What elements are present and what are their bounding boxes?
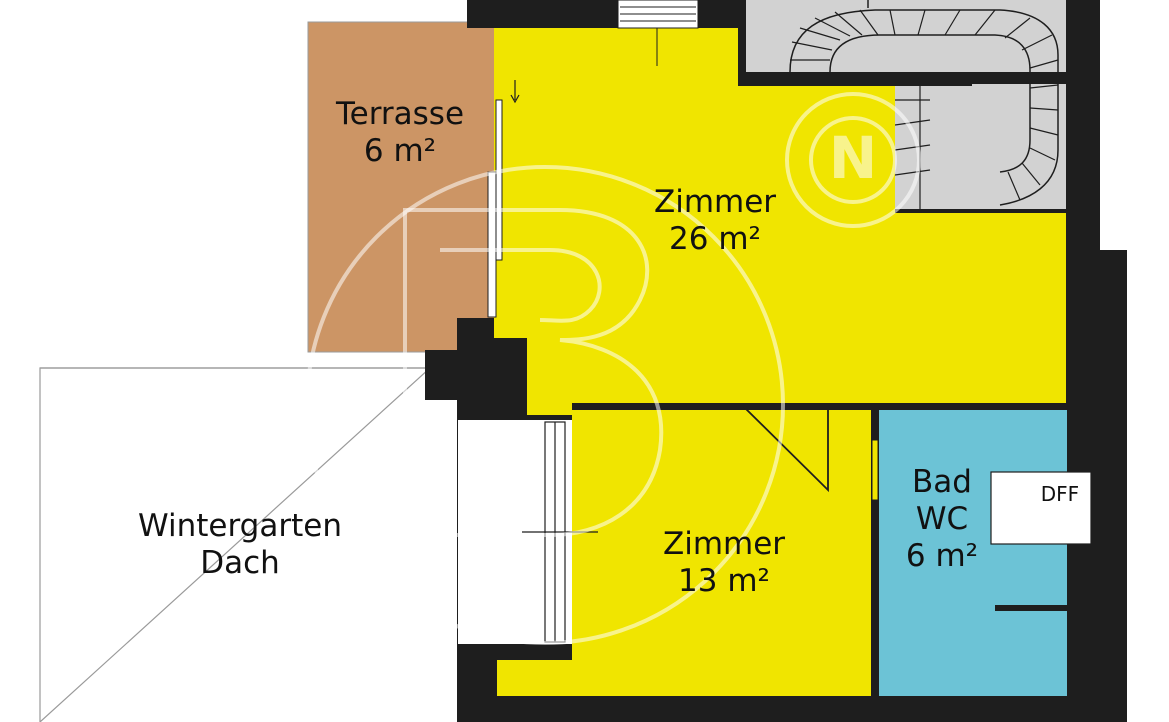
wintergarden-name-line1: Wintergarten [138,508,342,544]
bath-name-line1: Bad [912,464,972,500]
bath-floor [879,410,1067,696]
terrace-door [495,99,503,261]
bath-wall-stub [995,605,1067,611]
bath-door [871,439,879,501]
door-arrow-icon [510,80,520,104]
room-large-area: 26 m² [669,221,761,258]
room-large-name: Zimmer [653,184,777,220]
dff-box [990,471,1092,545]
watermark-logo [305,92,921,645]
terrace-label: Terrasse 6 m² [320,96,480,170]
room-large-floor [494,28,1066,415]
room-small-name: Zimmer [662,526,786,562]
terrace-door-frame [487,171,497,318]
stair-wall [738,72,972,86]
compass-north-icon: N [828,124,878,192]
dff-label: DFF [1040,482,1080,506]
staircase [746,0,1066,209]
room-small-floor-lower [497,660,577,696]
terrace-area-label: 6 m² [363,133,437,170]
room-small-floor [572,410,871,696]
terrace-name: Terrasse [335,96,465,132]
room-small-area: 13 m² [678,563,770,600]
door-swing [742,407,829,493]
bath-area: 6 m² [905,538,979,575]
wintergarden-label: Wintergarten Dach [110,508,370,582]
room-small-label: Zimmer 13 m² [624,526,824,600]
bath-name-line2: WC [915,501,969,538]
room-large-label: Zimmer 26 m² [615,184,815,258]
wintergarden-name-line2: Dach [200,545,280,582]
bath-label: Bad WC 6 m² [882,464,1002,576]
